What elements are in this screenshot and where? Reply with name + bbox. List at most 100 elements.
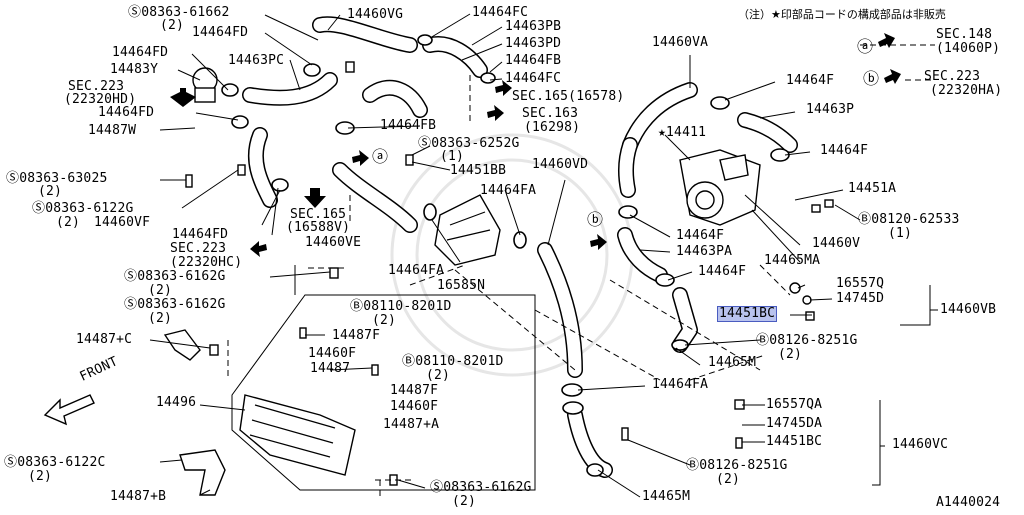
callout-c33[interactable]: 16585N	[437, 278, 486, 293]
callout-c74[interactable]: 14465M	[642, 489, 691, 504]
callout-c12[interactable]: SEC.223	[68, 79, 125, 94]
elbow-14460VB	[672, 287, 698, 353]
callout-c73[interactable]: Ⓑ08126-8251G	[686, 458, 788, 473]
ref-a-icon: ⓐ	[857, 37, 874, 56]
callout-c40[interactable]: 14460F	[308, 346, 357, 361]
callout-c28[interactable]: 14460VE	[305, 235, 362, 250]
callout-c37[interactable]: Ⓑ08110-8201D	[350, 299, 452, 314]
callout-c56[interactable]: Ⓑ08120-62533	[858, 212, 960, 227]
pipe-14460VA	[617, 82, 698, 198]
callout-c75[interactable]: SEC.148	[936, 27, 993, 42]
callout-c54[interactable]: 14464F	[820, 143, 869, 158]
callout-c21[interactable]: 14451BB	[450, 163, 507, 178]
callout-c17[interactable]: 14487W	[88, 123, 137, 138]
callout-c35[interactable]: Ⓢ08363-6162G	[124, 269, 226, 284]
callout-c27[interactable]: 14464FD	[172, 227, 229, 242]
callout-c24[interactable]: 14460VF	[94, 215, 151, 230]
callout-c57[interactable]: 14464F	[676, 228, 725, 243]
callout-c1q: (2)	[160, 18, 185, 33]
callout-c62[interactable]: 16557Q	[836, 276, 885, 291]
callout-c63[interactable]: 14745D	[836, 291, 885, 306]
callout-c34[interactable]: 14460VD	[532, 157, 589, 172]
callout-c70[interactable]: 14745DA	[766, 416, 823, 431]
callout-c6[interactable]: 14463PD	[505, 36, 562, 51]
callout-c59[interactable]: 14463PA	[676, 244, 733, 259]
callout-c3[interactable]: 14460VG	[347, 7, 404, 22]
callout-c29[interactable]: SEC.223	[170, 241, 227, 256]
callout-c37q: (2)	[372, 313, 397, 328]
callout-c7[interactable]: 14464FD	[112, 45, 169, 60]
callout-c73q: (2)	[716, 472, 741, 487]
callout-c72[interactable]: 14460VC	[892, 437, 949, 452]
callout-c20q: (1)	[440, 149, 465, 164]
note-text: （注）★印部品コードの構成部品は非販売	[738, 8, 946, 21]
callout-c9[interactable]: 14464FB	[505, 53, 562, 68]
ref-a-left-icon: ⓐ	[372, 147, 389, 166]
callout-c77[interactable]: SEC.223	[924, 69, 981, 84]
callout-c67[interactable]: 14465M	[708, 355, 757, 370]
callout-c55[interactable]: 14451A	[848, 181, 897, 196]
callout-c10[interactable]: 14483Y	[110, 62, 159, 77]
callout-c56q: (1)	[888, 226, 913, 241]
callout-c19: (16298)	[524, 120, 581, 135]
callout-c32[interactable]: 14464FA	[388, 263, 445, 278]
callout-c41[interactable]: Ⓑ08110-8201D	[402, 354, 504, 369]
callout-c50[interactable]: 14460VA	[652, 35, 709, 50]
callout-c68[interactable]: 14464FA	[652, 377, 709, 392]
callout-c16[interactable]: SEC.163	[522, 106, 579, 121]
callout-c22q: (2)	[38, 184, 63, 199]
callout-c44[interactable]: 14487F	[390, 383, 439, 398]
callout-c64-selected[interactable]: 14451BC	[716, 306, 778, 322]
callout-c43[interactable]: 14496	[156, 395, 197, 410]
ref-b-mid-icon: ⓑ	[587, 210, 604, 229]
callout-c48[interactable]: 14487+B	[110, 489, 167, 504]
ref-b-icon: ⓑ	[863, 69, 880, 88]
front-arrow-icon	[43, 394, 95, 426]
callout-c49[interactable]: Ⓢ08363-6162G	[430, 480, 532, 495]
callout-c66[interactable]: Ⓑ08126-8251G	[756, 333, 858, 348]
callout-c47[interactable]: Ⓢ08363-6122C	[4, 455, 106, 470]
pipe-14460VD	[537, 242, 583, 378]
callout-c51[interactable]: 14464F	[786, 73, 835, 88]
callout-c20[interactable]: Ⓢ08363-6252G	[418, 136, 520, 151]
callout-c53[interactable]: ★14411	[658, 125, 707, 140]
pipe-14460VC	[567, 407, 613, 478]
callout-c8[interactable]: 14463PC	[228, 53, 285, 68]
intercooler-frame	[231, 294, 536, 491]
callout-c2[interactable]: 14464FD	[192, 25, 249, 40]
pipe-14460VG	[312, 16, 418, 53]
pipe-14463P	[737, 112, 798, 153]
callout-c14[interactable]: SEC.165(16578)	[512, 89, 625, 104]
callout-c25[interactable]: SEC.165	[290, 207, 347, 222]
callout-c61[interactable]: 14464F	[698, 264, 747, 279]
callout-c1[interactable]: Ⓢ08363-61662	[128, 5, 230, 20]
callout-c60[interactable]: 14465MA	[764, 253, 821, 268]
callout-c36[interactable]: Ⓢ08363-6162G	[124, 297, 226, 312]
callout-c41q: (2)	[426, 368, 451, 383]
callout-c31[interactable]: 14464FA	[480, 183, 537, 198]
callout-c13: (22320HD)	[64, 92, 137, 107]
callout-c45[interactable]: 14460F	[390, 399, 439, 414]
callout-c52[interactable]: 14463P	[806, 102, 855, 117]
callout-c76: (14060P)	[936, 41, 1001, 56]
callout-c69[interactable]: 16557QA	[766, 397, 823, 412]
callout-c38[interactable]: 14487+C	[76, 332, 133, 347]
callout-c71[interactable]: 14451BC	[766, 434, 823, 449]
callout-c4[interactable]: 14464FC	[472, 5, 529, 20]
callout-c22[interactable]: Ⓢ08363-63025	[6, 171, 108, 186]
callout-c42[interactable]: 14487	[310, 361, 351, 376]
callout-c46[interactable]: 14487+A	[383, 417, 440, 432]
callout-c5[interactable]: 14463PB	[505, 19, 562, 34]
resonator-16585N	[434, 194, 501, 266]
callout-c15[interactable]: 14464FD	[98, 105, 155, 120]
callout-c23[interactable]: Ⓢ08363-6122G	[32, 201, 134, 216]
callout-c30: (22320HC)	[170, 255, 243, 270]
callout-c78: (22320HA)	[930, 83, 1003, 98]
pipe-14463PD	[362, 79, 428, 118]
callout-c58[interactable]: 14460V	[812, 236, 861, 251]
callout-c65[interactable]: 14460VB	[940, 302, 997, 317]
callout-c11[interactable]: 14464FC	[505, 71, 562, 86]
callout-c18[interactable]: 14464FB	[380, 118, 437, 133]
callout-c39[interactable]: 14487F	[332, 328, 381, 343]
